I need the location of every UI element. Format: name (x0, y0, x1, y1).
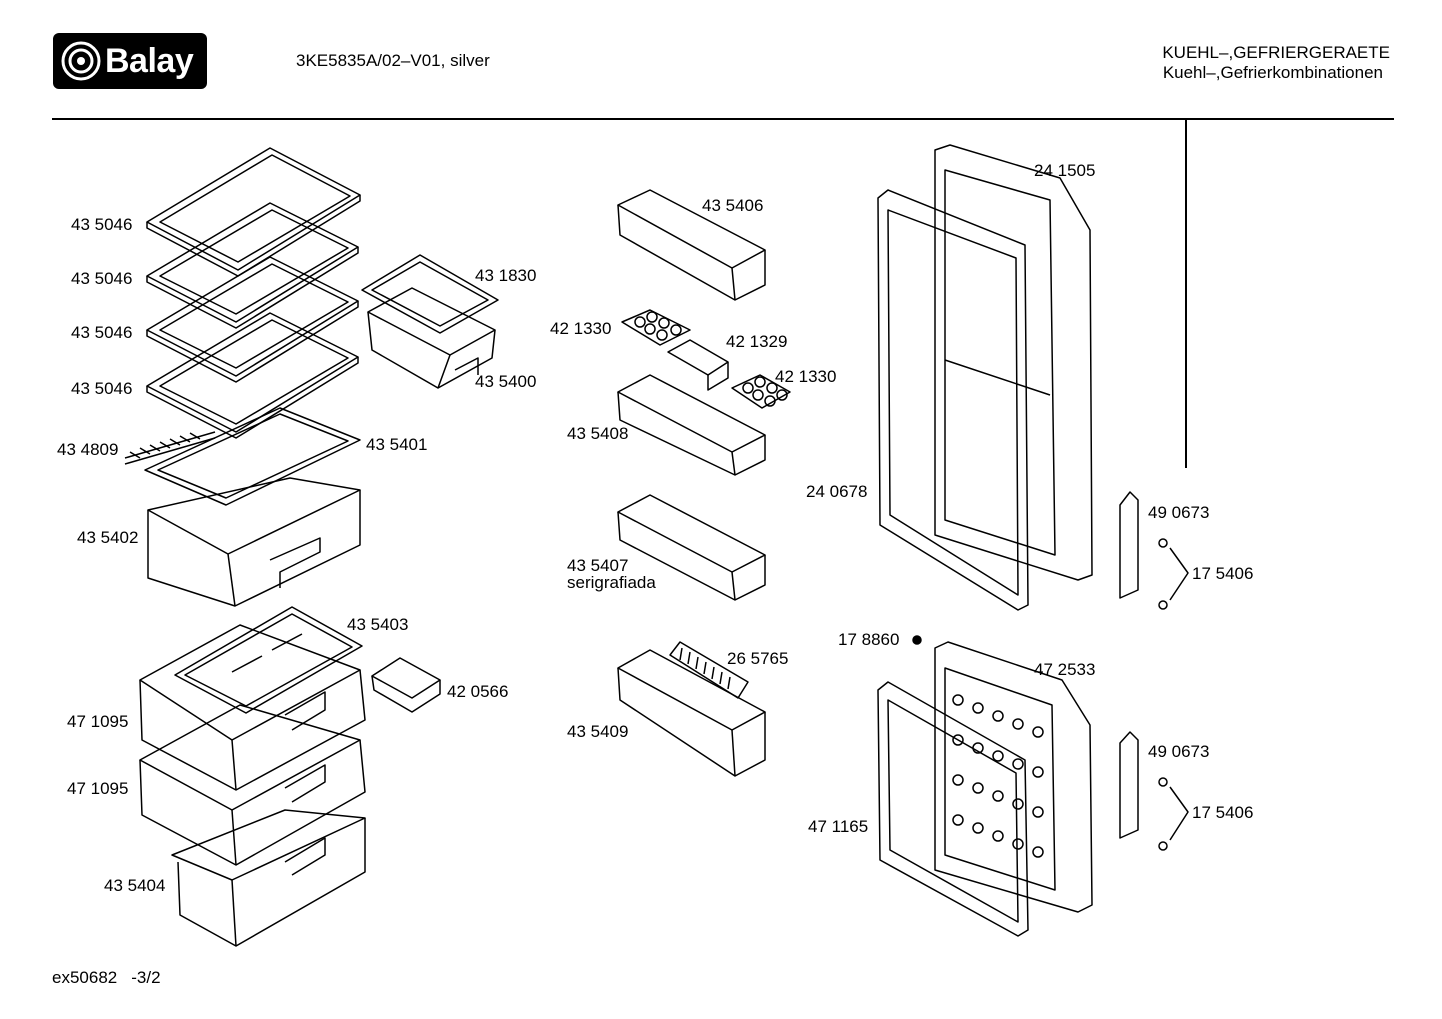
ice-tray (371, 657, 441, 713)
chiller-box (367, 287, 496, 389)
crisper-drawer (147, 477, 361, 607)
door-shelf-top (617, 189, 766, 301)
section-divider (1185, 120, 1187, 468)
footer: ex50682 -3/2 (52, 968, 161, 988)
label-shelf-3: 43 5046 (71, 323, 133, 342)
label-freezer-tray: 43 5403 (347, 615, 409, 634)
label-chiller-box: 43 5400 (475, 372, 537, 391)
label-crisper-cover: 43 5401 (366, 435, 428, 454)
label-screw: 17 8860 (838, 630, 900, 649)
label-hinge-cover-top: 17 5406 (1192, 564, 1254, 583)
label-freezer-drawer-2: 47 1095 (67, 779, 129, 798)
label-door-shelf-mid: 43 5408 (567, 424, 629, 443)
door-shelf-mid (617, 374, 766, 476)
label-door-shelf-printed: 43 5407 serigrafiada (567, 557, 656, 591)
label-door-shelf-printed-number: 43 5407 (567, 556, 629, 575)
page-number: -3/2 (131, 968, 161, 987)
freezer-drawer-3 (171, 809, 366, 947)
bottle-retainer (669, 641, 749, 699)
label-fridge-door: 24 1505 (1034, 161, 1096, 180)
fridge-door (934, 144, 1093, 581)
label-door-shelf-printed-note: serigrafiada (567, 573, 656, 592)
bottle-rack (124, 431, 216, 465)
hinge-cover-top (1158, 538, 1189, 610)
hinge-top (1119, 491, 1139, 599)
hinge-cover-mid (1158, 777, 1189, 851)
freezer-gasket (877, 681, 1029, 937)
balay-emblem-icon (61, 41, 101, 81)
freezer-drawer-2 (139, 704, 366, 866)
label-shelf-2: 43 5046 (71, 269, 133, 288)
fridge-gasket (877, 189, 1029, 611)
screw (912, 635, 922, 645)
label-shelf-4: 43 5046 (71, 379, 133, 398)
brand-name: Balay (105, 42, 194, 80)
label-fridge-gasket: 24 0678 (806, 482, 868, 501)
label-freezer-drawer-3: 43 5404 (104, 876, 166, 895)
diagram-code: ex50682 (52, 968, 118, 987)
glass-shelf-2 (146, 202, 359, 329)
label-freezer-drawer-1: 47 1095 (67, 712, 129, 731)
label-ice-tray: 42 0566 (447, 682, 509, 701)
freezer-door (934, 641, 1093, 913)
category-title: KUEHL–,GEFRIERGERAETE (1162, 43, 1390, 62)
egg-tray-right (731, 374, 791, 409)
door-shelf-printed (617, 494, 766, 601)
glass-shelf-4 (146, 312, 359, 439)
label-door-divider: 42 1329 (726, 332, 788, 351)
door-divider (667, 339, 729, 391)
freezer-door-dimples (952, 694, 1044, 858)
label-egg-tray-left: 42 1330 (550, 319, 612, 338)
label-egg-tray-right: 42 1330 (775, 367, 837, 386)
chiller-lid (361, 254, 499, 334)
door-shelf-bottom (617, 649, 766, 777)
crisper-cover (144, 407, 361, 506)
label-door-shelf-bottom: 43 5409 (567, 722, 629, 741)
label-bottle-rack: 43 4809 (57, 440, 119, 459)
label-freezer-gasket: 47 1165 (808, 817, 869, 836)
label-door-shelf-top: 43 5406 (702, 196, 764, 215)
label-shelf-1: 43 5046 (71, 215, 133, 234)
egg-tray-left (621, 309, 691, 346)
hinge-mid (1119, 731, 1139, 839)
label-bottle-retainer: 26 5765 (727, 649, 789, 668)
model-number: 3KE5835A/02–V01, silver (296, 51, 490, 70)
label-crisper: 43 5402 (77, 528, 139, 547)
header-divider (52, 118, 1394, 120)
glass-shelf-3 (146, 256, 359, 383)
label-hinge-cover-mid: 17 5406 (1192, 803, 1254, 822)
label-hinge-top: 49 0673 (1148, 503, 1210, 522)
label-freezer-door: 47 2533 (1034, 660, 1096, 679)
label-hinge-mid: 49 0673 (1148, 742, 1210, 761)
freezer-drawer-1 (139, 624, 366, 791)
balay-logo: Balay (53, 33, 207, 89)
category-subtitle: Kuehl–,Gefrierkombinationen (1162, 63, 1383, 82)
label-chiller-lid: 43 1830 (475, 266, 537, 285)
